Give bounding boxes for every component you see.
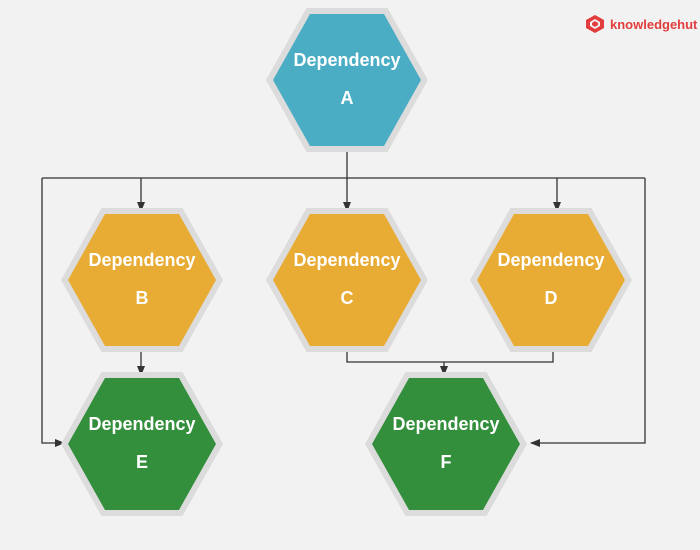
hexagon-shape — [477, 214, 625, 346]
node-label-title: Dependency — [392, 414, 499, 434]
node-label-letter: E — [136, 452, 148, 472]
knowledgehut-logo-icon — [586, 15, 604, 33]
connector-lines — [41, 150, 646, 447]
node-label-title: Dependency — [293, 50, 400, 70]
hexagon-shape — [68, 214, 216, 346]
node-layer: DependencyADependencyBDependencyCDepende… — [61, 8, 632, 516]
brand-logo[interactable]: knowledgehut — [586, 15, 698, 33]
hexagon-shape — [273, 14, 421, 146]
node-label-title: Dependency — [88, 250, 195, 270]
node-label-letter: F — [441, 452, 452, 472]
node-label-title: Dependency — [293, 250, 400, 270]
node-label-title: Dependency — [497, 250, 604, 270]
hexagon-shape — [273, 214, 421, 346]
brand-name: knowledgehut — [610, 17, 698, 32]
hexagon-shape — [372, 378, 520, 510]
node-label-letter: A — [341, 88, 354, 108]
arrow-a-to-f — [530, 178, 646, 447]
node-label-letter: B — [136, 288, 149, 308]
node-label-title: Dependency — [88, 414, 195, 434]
node-label-letter: D — [545, 288, 558, 308]
connector-c-d-merge — [346, 350, 554, 363]
node-label-letter: C — [341, 288, 354, 308]
arrow-a-to-e — [41, 178, 65, 447]
hexagon-shape — [68, 378, 216, 510]
